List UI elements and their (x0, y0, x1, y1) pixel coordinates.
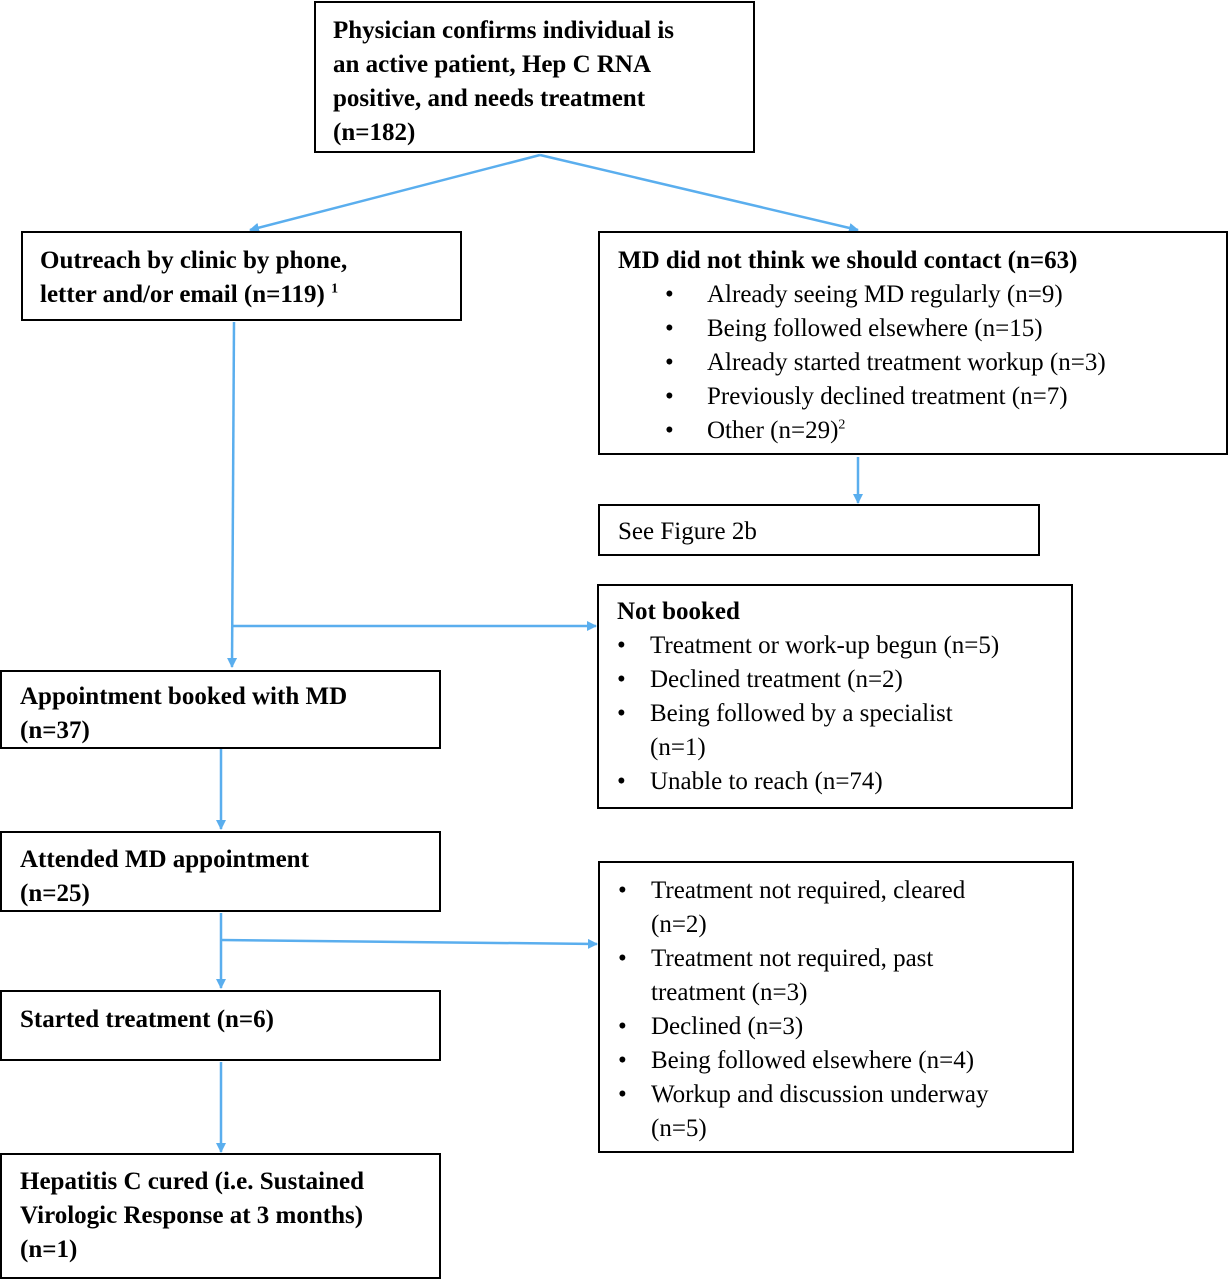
list-item-text: Treatment not required, cleared (651, 877, 966, 904)
node-not-treated: • Treatment not required, cleared (n=2) • T… (598, 861, 1074, 1153)
footnote-2-marker: 2 (838, 417, 846, 433)
bullet-icon: • (618, 1047, 627, 1074)
list-item: • Already started treatment workup (n=3) (665, 346, 1218, 380)
node-attended-line-1: Attended MD appointment (20, 846, 309, 873)
list-item: • Workup and discussion underway (n=5) (618, 1078, 1066, 1146)
node-appointment: Appointment booked with MD (n=37) (0, 670, 441, 749)
bullet-icon: • (665, 383, 674, 410)
list-item: • Declined (n=3) (618, 1010, 1066, 1044)
footnote-1-marker: 1 (331, 281, 339, 297)
bullet-icon: • (618, 1081, 627, 1108)
list-item-text: Unable to reach (n=74) (650, 768, 883, 795)
bullet-icon: • (617, 700, 626, 727)
arrow-branch-to-not-treated (220, 938, 598, 949)
bullet-icon: • (618, 877, 627, 904)
list-item-text-cont: (n=1) (650, 734, 706, 761)
list-item-text-cont: treatment (n=3) (651, 979, 808, 1006)
list-item-text: Workup and discussion underway (651, 1081, 989, 1108)
node-cured-line-1: Hepatitis C cured (i.e. Sustained (20, 1168, 364, 1195)
list-item-text: Being followed elsewhere (n=15) (707, 315, 1043, 342)
bullet-icon: • (617, 632, 626, 659)
list-item: • Being followed by a specialist (n=1) (617, 697, 1065, 765)
list-item-text: Other (n=29) (707, 417, 839, 444)
list-item: • Other (n=29)2 (665, 414, 1218, 448)
node-attended: Attended MD appointment (n=25) (0, 831, 441, 912)
list-item-text: Being followed elsewhere (n=4) (651, 1047, 975, 1074)
node-start-line-1: Physician confirms individual is (333, 17, 675, 44)
node-appointment-line-1: Appointment booked with MD (20, 683, 348, 710)
node-outreach-line-2: letter and/or email (n=119) 1 (40, 278, 444, 312)
list-item: • Treatment or work-up begun (n=5) (617, 629, 1065, 663)
list-item: • Declined treatment (n=2) (617, 663, 1065, 697)
node-started-line-1: Started treatment (n=6) (20, 1006, 274, 1033)
not-booked-list: • Treatment or work-up begun (n=5) • Decli… (617, 629, 1065, 799)
node-cured-line-3: (n=1) (20, 1236, 78, 1263)
node-start-line-2: an active patient, Hep C RNA (333, 51, 652, 78)
arrow-start-to-outreach (249, 153, 541, 233)
md-no-contact-list: • Already seeing MD regularly (n=9) • Bein… (665, 278, 1218, 448)
bullet-icon: • (665, 315, 674, 342)
bullet-icon: • (618, 945, 627, 972)
node-start: Physician confirms individual is an acti… (314, 1, 755, 153)
node-start-line-3: positive, and needs treatment (333, 85, 646, 112)
node-outreach: Outreach by clinic by phone, letter and/… (21, 231, 462, 321)
list-item-text: Treatment or work-up begun (n=5) (650, 632, 1000, 659)
node-attended-line-2: (n=25) (20, 880, 90, 907)
node-started: Started treatment (n=6) (0, 990, 441, 1061)
list-item-text: Already started treatment workup (n=3) (707, 349, 1106, 376)
node-md-no-contact: MD did not think we should contact (n=63… (598, 231, 1228, 455)
list-item-text-cont: (n=5) (651, 1115, 707, 1142)
bullet-icon: • (618, 1013, 627, 1040)
list-item: • Being followed elsewhere (n=15) (665, 312, 1218, 346)
list-item-text: Being followed by a specialist (650, 700, 953, 727)
arrow-outreach-to-appointment (227, 321, 238, 668)
list-item-text: Previously declined treatment (n=7) (707, 383, 1068, 410)
node-outreach-line-2-text: letter and/or email (n=119) (40, 281, 325, 308)
bullet-icon: • (665, 349, 674, 376)
node-cured-line-2: Virologic Response at 3 months) (20, 1202, 364, 1229)
list-item: • Already seeing MD regularly (n=9) (665, 278, 1218, 312)
list-item: • Being followed elsewhere (n=4) (618, 1044, 1066, 1078)
node-not-booked: Not booked • Treatment or work-up begun (… (597, 584, 1073, 809)
list-item: • Unable to reach (n=74) (617, 765, 1065, 799)
not-treated-list: • Treatment not required, cleared (n=2) • T… (618, 874, 1066, 1146)
list-item: • Treatment not required, cleared (n=2) (618, 874, 1066, 942)
bullet-icon: • (617, 666, 626, 693)
list-item-text: Already seeing MD regularly (n=9) (707, 281, 1063, 308)
node-md-no-contact-title: MD did not think we should contact (n=63… (618, 247, 1078, 274)
node-outreach-line-1: Outreach by clinic by phone, (40, 247, 348, 274)
node-not-booked-title: Not booked (617, 598, 740, 625)
bullet-icon: • (665, 417, 674, 444)
list-item-text: Treatment not required, past (651, 945, 934, 972)
bullet-icon: • (665, 281, 674, 308)
bullet-icon: • (617, 768, 626, 795)
see-figure-text: See Figure 2b (618, 518, 757, 545)
arrow-start-to-md-no-contact (539, 153, 859, 233)
node-see-figure: See Figure 2b (598, 504, 1040, 556)
list-item: • Previously declined treatment (n=7) (665, 380, 1218, 414)
node-cured: Hepatitis C cured (i.e. Sustained Virolo… (0, 1153, 441, 1279)
list-item-text: Declined treatment (n=2) (650, 666, 903, 693)
node-start-line-4: (n=182) (333, 119, 416, 146)
node-appointment-line-2: (n=37) (20, 717, 90, 744)
list-item-text-cont: (n=2) (651, 911, 707, 938)
list-item: • Treatment not required, past treatment (… (618, 942, 1066, 1010)
list-item-text: Declined (n=3) (651, 1013, 804, 1040)
